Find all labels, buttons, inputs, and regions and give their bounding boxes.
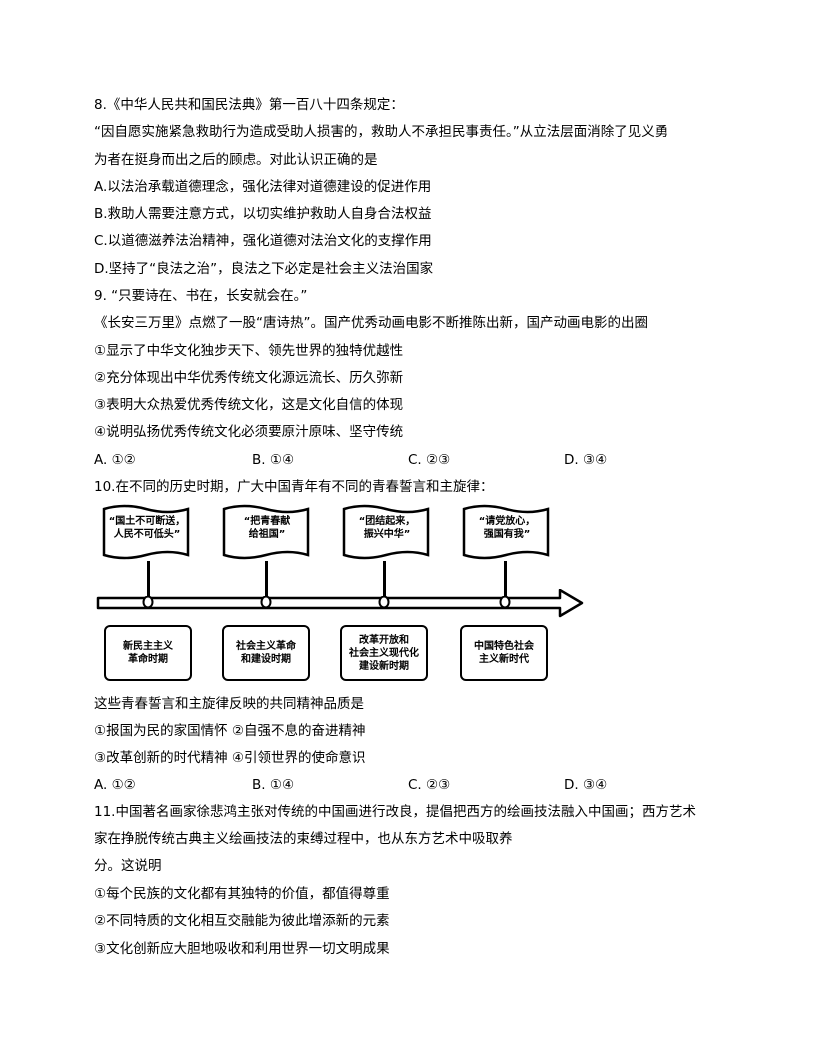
q10-item-line-2: ③改革创新的时代精神 ④引领世界的使命意识 (94, 750, 366, 766)
q10-stem: 10.在不同的历史时期，广大中国青年有不同的青春誓言和主旋律： (94, 479, 494, 495)
flag-shape (102, 504, 190, 560)
timeline-node-4 (499, 596, 511, 608)
q9-choice-d: D. ③④ (564, 452, 608, 468)
flag-3-text: “团结起来， 振兴中华” (358, 516, 416, 540)
period-box-4: 中国特色社会 主义新时代 (460, 625, 548, 681)
q10-choice-c: C. ②③ (408, 777, 451, 793)
timeline-node-1 (142, 596, 154, 608)
period-box-2: 社会主义革命 和建设时期 (222, 625, 310, 681)
flag-1: “国土不可断送， 人民不可低头” (100, 503, 192, 565)
q11-item-2: ②不同特质的文化相互交融能为彼此增添新的元素 (94, 913, 390, 929)
flag-shape (462, 504, 550, 560)
flag-2-pole (265, 561, 268, 597)
q11-stem-line-2: 家在挣脱传统古典主义绘画技法的束缚过程中，也从东方艺术中吸取养 (94, 831, 513, 847)
flag-4-pole (504, 561, 507, 597)
flag-1-text: “国土不可断送， 人民不可低头” (108, 516, 186, 540)
q10-choices: A. ①② B. ①④ C. ②③ D. ③④ (94, 776, 654, 794)
timeline-node-3 (378, 596, 390, 608)
q10-item-line-1: ①报国为民的家国情怀 ②自强不息的奋进精神 (94, 723, 366, 739)
q9-choices: A. ①② B. ①④ C. ②③ D. ③④ (94, 451, 654, 469)
flag-2: “把青春献 给祖国” (220, 503, 312, 565)
q9-item-1: ①显示了中华文化独步天下、领先世界的独特优越性 (94, 343, 404, 359)
period-box-3: 改革开放和 社会主义现代化 建设新时期 (340, 625, 428, 681)
flag-shape (342, 504, 430, 560)
q10-choice-b: B. ①④ (252, 777, 295, 793)
flag-2-text: “把青春献 给祖国” (243, 516, 291, 540)
q9-item-2: ②充分体现出中华优秀传统文化源远流长、历久弥新 (94, 370, 404, 386)
q11-item-1: ①每个民族的文化都有其独特的价值，都值得尊重 (94, 886, 390, 902)
q10-question: 这些青春誓言和主旋律反映的共同精神品质是 (94, 696, 364, 712)
q8-option-a: A.以法治承载道德理念，强化法律对道德建设的促进作用 (94, 179, 432, 195)
flag-1-pole (147, 561, 150, 597)
q11-stem-line-1: 11.中国著名画家徐悲鸿主张对传统的中国画进行改良，提倡把西方的绘画技法融入中国… (94, 804, 696, 820)
q9-choice-b: B. ①④ (252, 452, 295, 468)
flag-4-text: “请党放心， 强国有我” (478, 516, 536, 540)
q8-stem-line-3: 为者在挺身而出之后的顾虑。对此认识正确的是 (94, 152, 378, 168)
youth-timeline-diagram: “国土不可断送， 人民不可低头” “把青春献 给祖国” “团结起来， 振兴中华”… (96, 503, 586, 688)
q11-item-3: ③文化创新应大胆地吸收和利用世界一切文明成果 (94, 941, 390, 957)
timeline-node-2 (260, 596, 272, 608)
period-box-1: 新民主主义 革命时期 (104, 625, 192, 681)
q9-stem-line-2: 《长安三万里》点燃了一股“唐诗热”。国产优秀动画电影不断推陈出新，国产动画电影的… (94, 315, 648, 331)
q10-choice-a: A. ①② (94, 777, 136, 793)
q8-stem-line-2: “因自愿实施紧急救助行为造成受助人损害的，救助人不承担民事责任。”从立法层面消除… (94, 124, 669, 140)
q9-item-3: ③表明大众热爱优秀传统文化，这是文化自信的体现 (94, 397, 404, 413)
timeline-arrow (96, 589, 584, 618)
flag-3: “团结起来， 振兴中华” (340, 503, 432, 565)
flag-shape (222, 504, 310, 560)
q9-stem-line-1: 9. “只要诗在、书在，长安就会在。” (94, 288, 308, 304)
q11-stem-line-3: 分。这说明 (94, 858, 162, 874)
q9-item-4: ④说明弘扬优秀传统文化必须要原汁原味、坚守传统 (94, 424, 404, 440)
flag-4: “请党放心， 强国有我” (460, 503, 552, 565)
q9-choice-a: A. ①② (94, 452, 136, 468)
q8-stem-line-1: 8.《中华人民共和国民法典》第一百八十四条规定： (94, 97, 404, 113)
q8-option-b: B.救助人需要注意方式，以切实维护救助人自身合法权益 (94, 206, 432, 222)
q9-choice-c: C. ②③ (408, 452, 451, 468)
q8-option-c: C.以道德滋养法治精神，强化道德对法治文化的支撑作用 (94, 233, 432, 249)
flag-3-pole (383, 561, 386, 597)
q8-option-d: D.坚持了“良法之治”，良法之下必定是社会主义法治国家 (94, 261, 434, 277)
q10-choice-d: D. ③④ (564, 777, 608, 793)
